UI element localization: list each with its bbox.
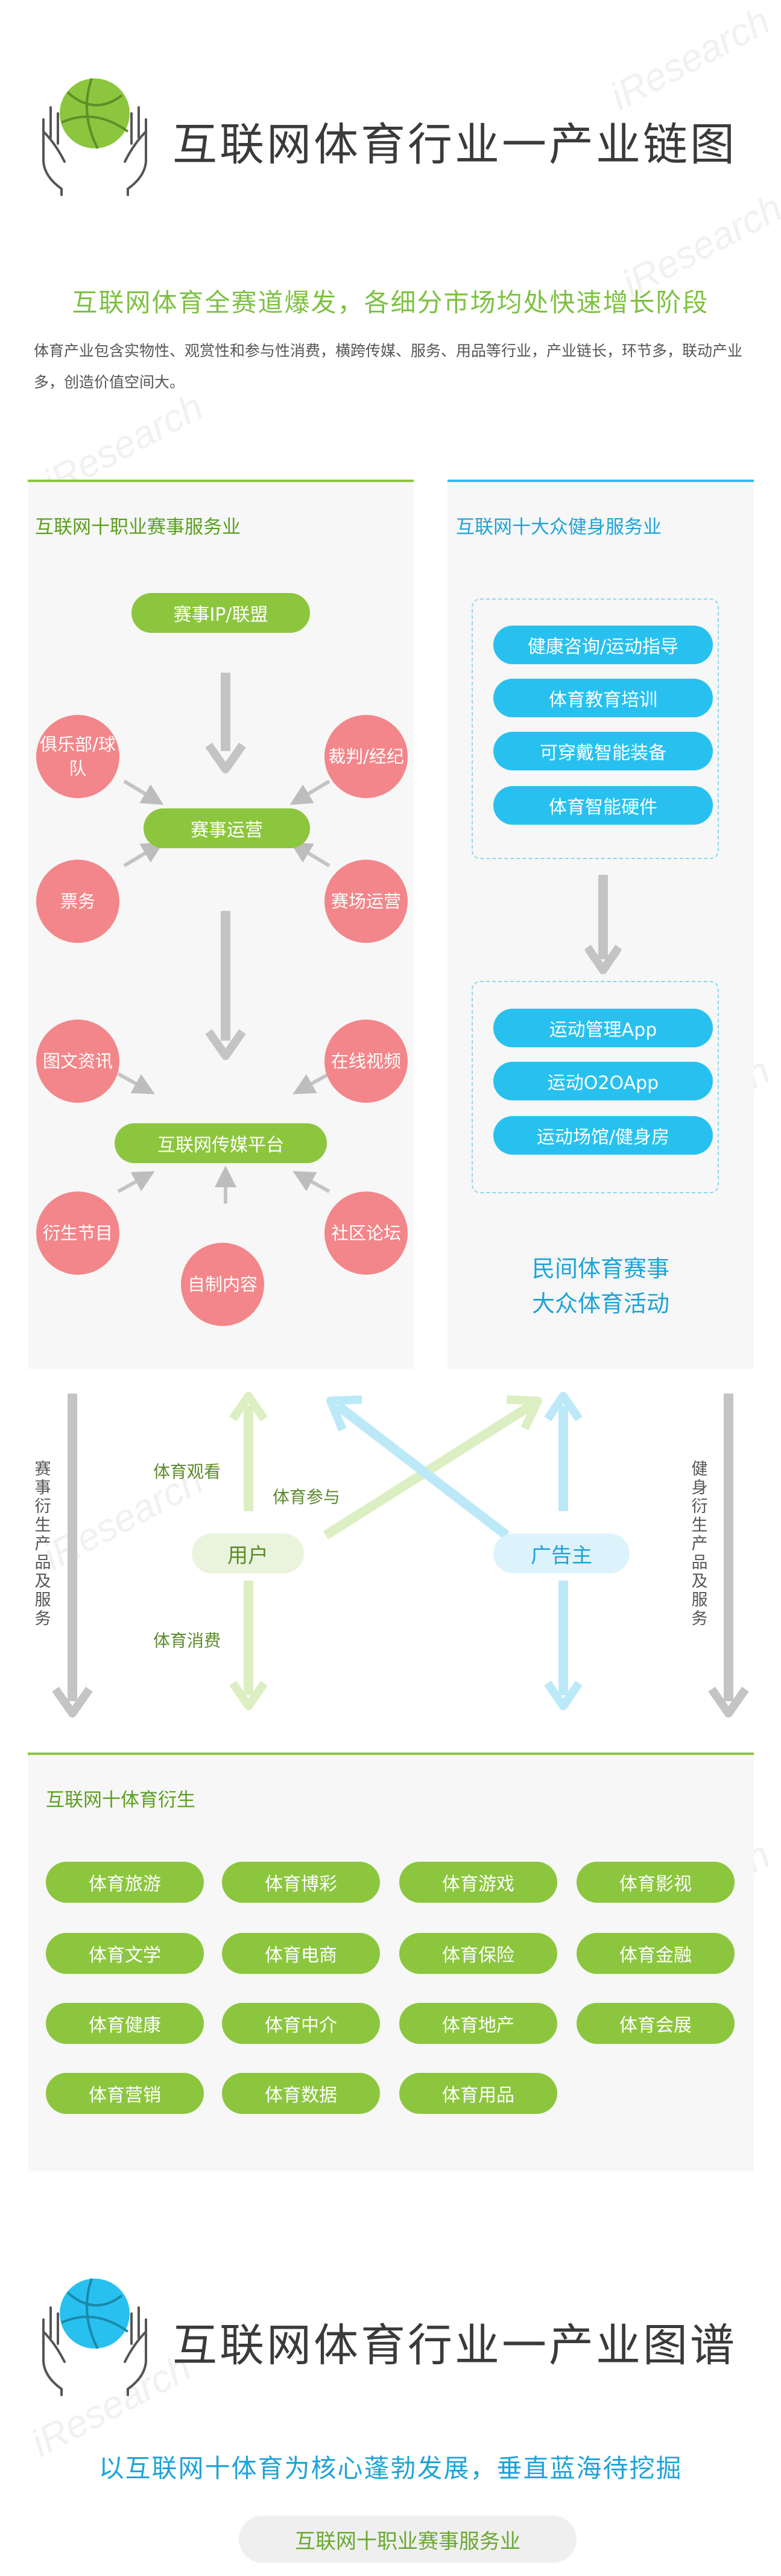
- fitness-down-arrow: [585, 875, 621, 974]
- event-ip-node: 赛事IP/联盟: [131, 593, 310, 633]
- derivative-item: 体育用品: [399, 2073, 557, 2114]
- event-operation-node: 赛事运营: [144, 808, 310, 848]
- intro-paragraph: 体育产业包含实物性、观赏性和参与性消费，横跨传媒、服务、用品等行业，产业链长，环…: [34, 342, 743, 391]
- fitness-bottom-group: [472, 981, 719, 1193]
- sports-consumption-label: 体育消费: [153, 1631, 221, 1651]
- derivative-item: 体育电商: [222, 1933, 380, 1974]
- event-derivative-vertical-label: 赛事衍生产品及服务: [34, 1460, 51, 1628]
- derivative-item: 体育博彩: [222, 1862, 380, 1903]
- section2-title: 互联网体育行业一产业图谱: [172, 2320, 737, 2371]
- referee-node: 裁判/经纪: [324, 715, 408, 798]
- online-video-node: 在线视频: [324, 1020, 408, 1103]
- section-headline: 互联网体育全赛道爆发，各细分市场均处快速增长阶段: [72, 288, 709, 317]
- derivative-item: 体育金融: [577, 1933, 735, 1974]
- derivative-item: 体育文学: [46, 1933, 204, 1974]
- fitness-top-group: [472, 598, 719, 859]
- fitness-app-item: 运动场馆/健身房: [493, 1116, 713, 1155]
- pro-sports-panel-title: 互联网十职业赛事服务业: [35, 516, 241, 538]
- derivative-item: 体育旅游: [46, 1862, 204, 1903]
- derivative-item: 体育保险: [399, 1933, 557, 1974]
- pro-sports-arrows: [117, 673, 330, 1204]
- derivative-item: 体育会展: [577, 2003, 735, 2044]
- media-platform-node: 互联网传媒平台: [115, 1123, 327, 1163]
- flow-arrows: [52, 1392, 749, 1718]
- fitness-item: 可穿戴智能装备: [493, 732, 713, 770]
- watermark: iResearch: [602, 0, 777, 119]
- fitness-app-item: 运动管理App: [493, 1009, 713, 1047]
- derivative-item: 体育地产: [399, 2003, 557, 2044]
- derivative-item: 体育中介: [222, 2003, 380, 2044]
- fitness-item: 体育教育培训: [493, 679, 713, 717]
- graphic-news-node: 图文资讯: [36, 1020, 119, 1103]
- venue-ops-node: 赛场运营: [324, 860, 408, 943]
- mass-sports-text: 大众体育活动: [531, 1290, 669, 1317]
- user-node: 用户: [192, 1534, 304, 1573]
- folk-events-text: 民间体育赛事: [531, 1255, 669, 1282]
- sports-watching-label: 体育观看: [153, 1462, 221, 1482]
- fitness-panel-title: 互联网十大众健身服务业: [456, 516, 662, 538]
- section2-headline: 以互联网十体育为核心蓬勃发展，垂直蓝海待挖掘: [98, 2454, 683, 2483]
- derivative-item: 体育影视: [577, 1862, 735, 1903]
- derivative-item: 体育游戏: [399, 1862, 557, 1903]
- club-node: 俱乐部/球队: [36, 715, 119, 798]
- page-title: 互联网体育行业一产业链图: [172, 119, 737, 171]
- pro-sports-tab-button[interactable]: 互联网十职业赛事服务业: [239, 2516, 577, 2563]
- derivative-item: 体育数据: [222, 2073, 380, 2114]
- self-made-content-node: 自制内容: [181, 1243, 264, 1326]
- sports-participation-label: 体育参与: [273, 1487, 341, 1507]
- fitness-item: 健康咨询/运动指导: [493, 626, 713, 664]
- community-node: 社区论坛: [324, 1191, 408, 1275]
- derivative-panel-title: 互联网十体育衍生: [46, 1789, 195, 1811]
- derivative-item: 体育营销: [46, 2073, 204, 2114]
- fitness-derivative-vertical-label: 健身衍生产品及服务: [691, 1460, 708, 1628]
- hands-ball-icon: [42, 2278, 147, 2396]
- derivative-show-node: 衍生节目: [36, 1191, 119, 1275]
- fitness-item: 体育智能硬件: [493, 786, 713, 825]
- advertiser-node: 广告主: [493, 1534, 630, 1573]
- ticketing-node: 票务: [36, 860, 119, 943]
- hands-ball-icon: [42, 78, 147, 196]
- fitness-app-item: 运动O2OApp: [493, 1062, 713, 1100]
- derivative-item: 体育健康: [46, 2003, 204, 2044]
